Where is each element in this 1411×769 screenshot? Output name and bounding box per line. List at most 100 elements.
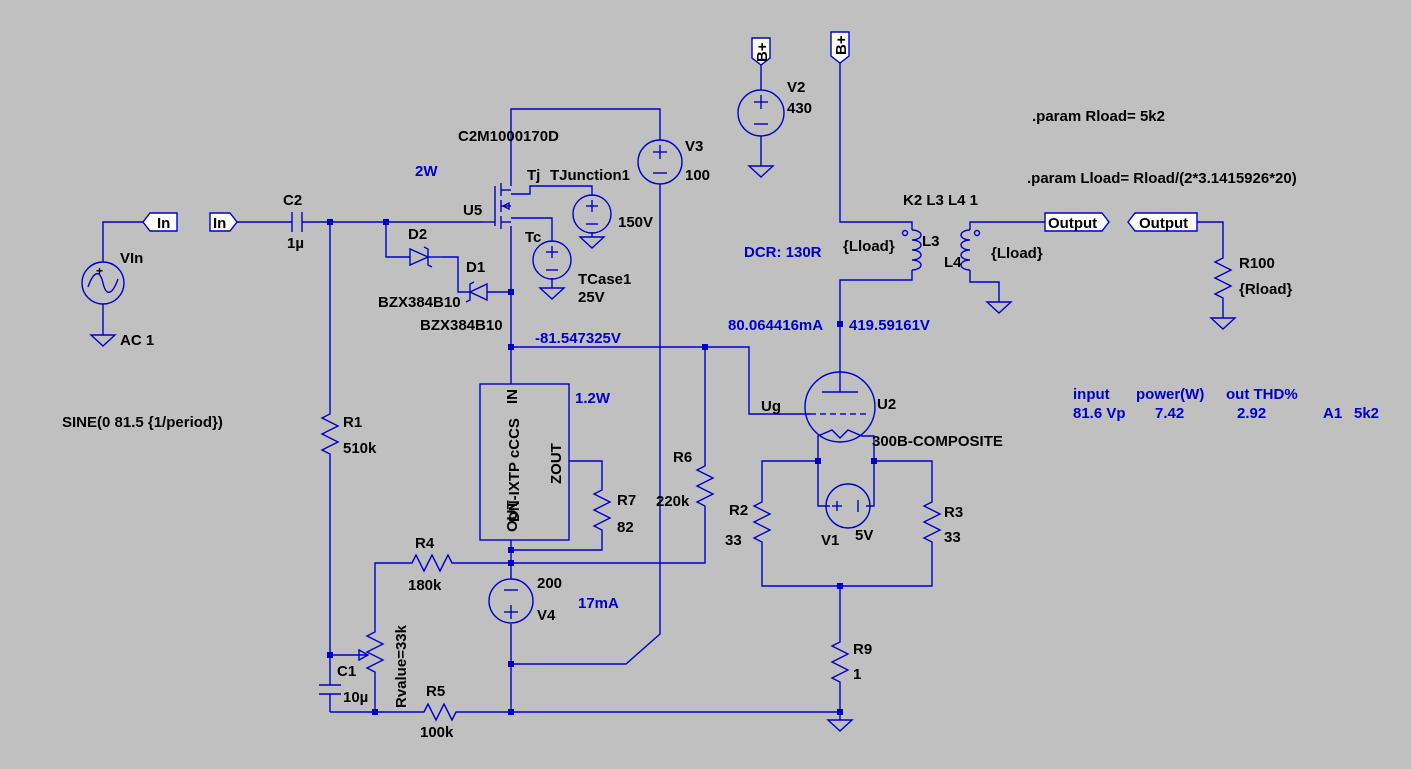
svg-text:7.42: 7.42 bbox=[1155, 405, 1184, 422]
svg-text:input: input bbox=[1073, 386, 1110, 403]
svg-text:Rvalue=33k: Rvalue=33k bbox=[393, 624, 410, 708]
svg-text:D2: D2 bbox=[408, 226, 427, 243]
svg-text:10µ: 10µ bbox=[343, 689, 368, 706]
svg-text:A1: A1 bbox=[1323, 405, 1342, 422]
source-v4: 200 V4 17mA bbox=[488, 575, 619, 624]
svg-text:5k2: 5k2 bbox=[1354, 405, 1379, 422]
ccs-block: 1.2W DN-IXTP cCCS IN ZOUT OUT bbox=[479, 383, 611, 541]
svg-text:81.6 Vp: 81.6 Vp bbox=[1073, 405, 1126, 422]
net-flag-in-1: In bbox=[142, 212, 178, 232]
source-v1: V1 5V bbox=[821, 483, 873, 549]
net-flag-output-1: Output bbox=[1044, 212, 1110, 232]
svg-text:U5: U5 bbox=[463, 202, 482, 219]
svg-text:Output: Output bbox=[1139, 215, 1188, 232]
resistor-r2: R2 33 bbox=[725, 496, 772, 552]
ground-symbols bbox=[89, 165, 1237, 732]
svg-text:VIn: VIn bbox=[120, 250, 143, 267]
resistor-r9: R9 1 bbox=[830, 636, 872, 686]
svg-text:R6: R6 bbox=[673, 449, 692, 466]
svg-text:ZOUT: ZOUT bbox=[548, 443, 565, 484]
resistor-r1: R1 510k bbox=[320, 408, 377, 457]
vin-ac-source: + VIn AC 1 bbox=[81, 250, 154, 349]
potentiometer: Rvalue=33k bbox=[358, 624, 410, 708]
svg-text:L4: L4 bbox=[944, 254, 962, 271]
svg-text:AC 1: AC 1 bbox=[120, 332, 154, 349]
svg-text:V4: V4 bbox=[537, 607, 556, 624]
svg-text:2W: 2W bbox=[415, 163, 438, 180]
svg-text:300B-COMPOSITE: 300B-COMPOSITE bbox=[872, 433, 1003, 450]
wires bbox=[102, 63, 1224, 720]
svg-text:82: 82 bbox=[617, 519, 634, 536]
svg-text:C1: C1 bbox=[337, 663, 356, 680]
svg-text:2.92: 2.92 bbox=[1237, 405, 1266, 422]
svg-text:1.2W: 1.2W bbox=[575, 390, 611, 407]
resistor-r7: R7 82 bbox=[592, 484, 636, 538]
svg-text:R5: R5 bbox=[426, 683, 445, 700]
anode-current-label: 80.064416mA bbox=[728, 317, 823, 334]
svg-text:In: In bbox=[213, 215, 226, 232]
node-voltage-label: -81.547325V bbox=[535, 330, 621, 347]
svg-text:33: 33 bbox=[944, 529, 961, 546]
net-flag-bplus-2: B+ bbox=[830, 31, 850, 64]
svg-text:1: 1 bbox=[853, 666, 861, 683]
triode-u2: Ug U2 300B-COMPOSITE bbox=[761, 371, 1003, 450]
svg-text:Ug: Ug bbox=[761, 398, 781, 415]
svg-text:K2 L3 L4 1: K2 L3 L4 1 bbox=[903, 192, 978, 209]
resistor-r100: R100 {Rload} bbox=[1213, 252, 1293, 303]
source-v3: V3 100 bbox=[637, 138, 710, 185]
svg-text:Tj: Tj bbox=[527, 167, 540, 184]
svg-text:200: 200 bbox=[537, 575, 562, 592]
svg-text:V2: V2 bbox=[787, 79, 805, 96]
resistor-r3: R3 33 bbox=[922, 496, 963, 552]
param-lload: .param Lload= Rload/(2*3.1415926*20) bbox=[1027, 170, 1297, 187]
svg-text:L3: L3 bbox=[922, 233, 940, 250]
svg-text:25V: 25V bbox=[578, 289, 605, 306]
svg-text:R100: R100 bbox=[1239, 255, 1275, 272]
svg-text:U2: U2 bbox=[877, 396, 896, 413]
svg-text:R3: R3 bbox=[944, 504, 963, 521]
results-table: input power(W) out THD% 81.6 Vp 7.42 2.9… bbox=[1073, 386, 1379, 422]
svg-text:R9: R9 bbox=[853, 641, 872, 658]
svg-text:Tc: Tc bbox=[525, 229, 541, 246]
zener-d1: D1 BZX384B10 bbox=[420, 259, 503, 334]
svg-text:TCase1: TCase1 bbox=[578, 271, 631, 288]
svg-text:R1: R1 bbox=[343, 414, 362, 431]
svg-text:D1: D1 bbox=[466, 259, 485, 276]
source-tcase-25v: Tc TCase1 25V bbox=[525, 229, 631, 306]
source-v2: V2 430 bbox=[737, 79, 812, 137]
svg-text:C2: C2 bbox=[283, 192, 302, 209]
svg-text:+: + bbox=[96, 264, 103, 278]
svg-text:B+: B+ bbox=[754, 42, 771, 62]
svg-text:33: 33 bbox=[725, 532, 742, 549]
net-flag-bplus-1: B+ bbox=[751, 37, 771, 66]
svg-text:R4: R4 bbox=[415, 535, 435, 552]
mosfet-u5: C2M1000170D U5 2W Tj TJunction1 bbox=[415, 128, 630, 229]
svg-text:{Lload}: {Lload} bbox=[843, 238, 895, 255]
svg-text:B+: B+ bbox=[833, 35, 850, 55]
svg-text:IN: IN bbox=[504, 389, 521, 404]
svg-text:430: 430 bbox=[787, 100, 812, 117]
svg-text:220k: 220k bbox=[656, 493, 690, 510]
svg-text:V1: V1 bbox=[821, 532, 839, 549]
svg-text:DCR: 130R: DCR: 130R bbox=[744, 244, 822, 261]
net-flag-in-2: In bbox=[209, 212, 238, 232]
svg-text:In: In bbox=[157, 215, 170, 232]
resistor-r5: R5 100k bbox=[418, 683, 460, 741]
svg-text:BZX384B10: BZX384B10 bbox=[378, 294, 461, 311]
vin-sine-spec: SINE(0 81.5 {1/period}) bbox=[62, 414, 223, 431]
svg-text:TJunction1: TJunction1 bbox=[550, 167, 630, 184]
capacitor-c1: C1 10µ bbox=[319, 663, 368, 706]
transformer: K2 L3 L4 1 DCR: 130R {Lload} L3 L4 {Lloa… bbox=[744, 192, 1043, 271]
svg-text:{Lload}: {Lload} bbox=[991, 245, 1043, 262]
svg-text:17mA: 17mA bbox=[578, 595, 619, 612]
svg-text:100: 100 bbox=[685, 167, 710, 184]
svg-text:BZX384B10: BZX384B10 bbox=[420, 317, 503, 334]
svg-text:C2M1000170D: C2M1000170D bbox=[458, 128, 559, 145]
svg-text:Output: Output bbox=[1048, 215, 1097, 232]
param-rload: .param Rload= 5k2 bbox=[1032, 108, 1165, 125]
svg-text:R7: R7 bbox=[617, 492, 636, 509]
svg-text:510k: 510k bbox=[343, 440, 377, 457]
resistor-r6: R6 220k bbox=[656, 449, 715, 514]
svg-text:OUT: OUT bbox=[504, 500, 521, 532]
svg-text:V3: V3 bbox=[685, 138, 703, 155]
